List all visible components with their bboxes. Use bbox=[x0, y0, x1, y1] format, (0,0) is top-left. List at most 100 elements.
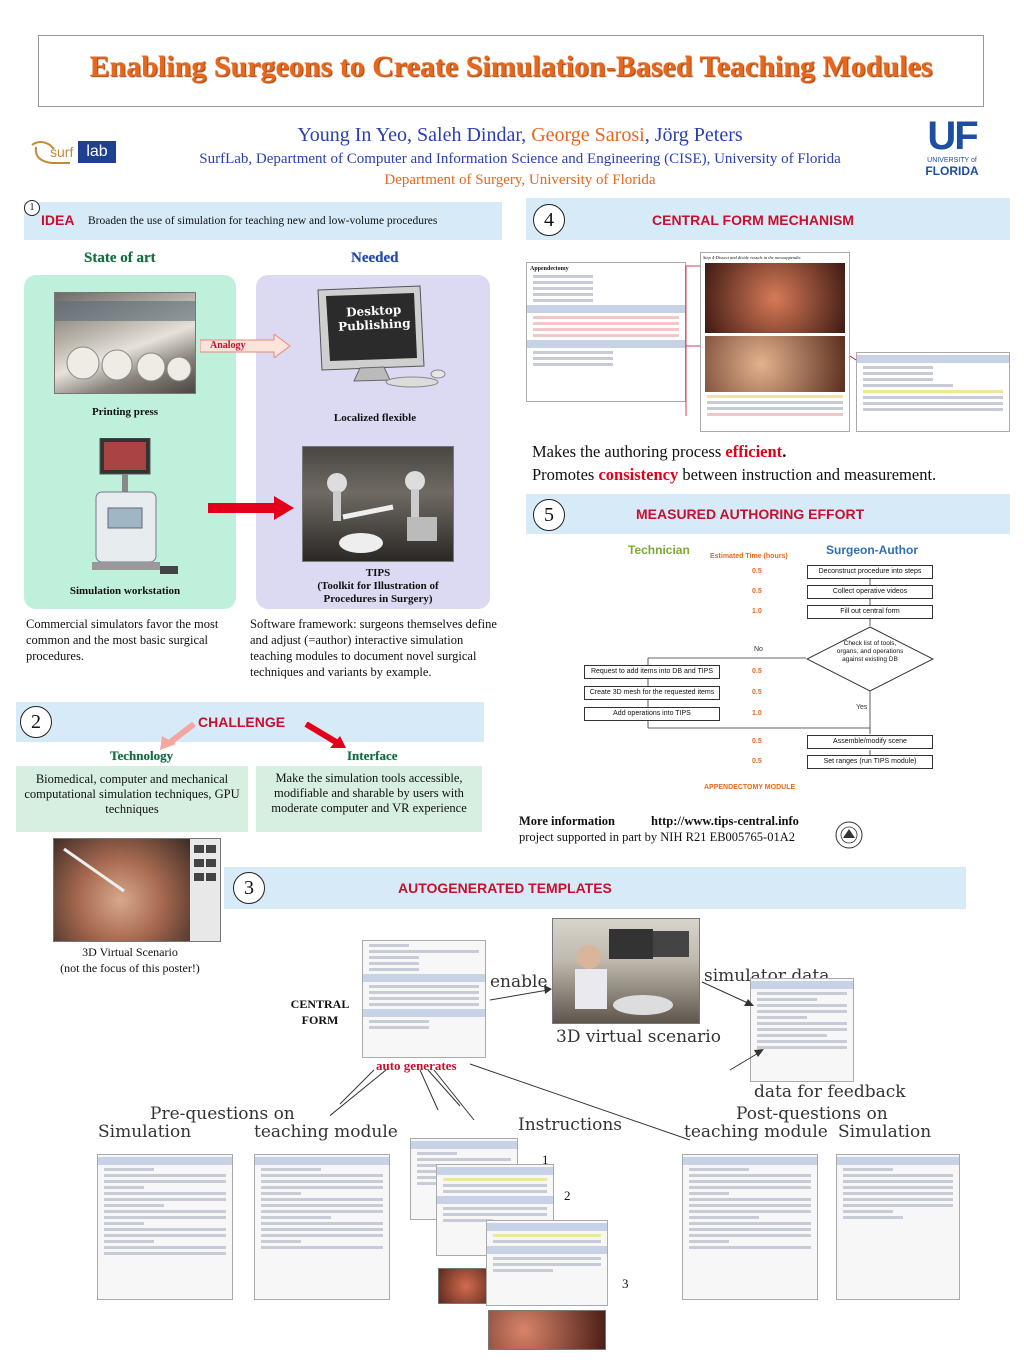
measured-band bbox=[526, 494, 1010, 534]
surflab-logo: surf lab bbox=[30, 135, 120, 169]
simulation-workstation-image bbox=[70, 437, 182, 580]
support-text: project supported in part by NIH R21 EB0… bbox=[519, 830, 796, 844]
idea-label: IDEA bbox=[41, 212, 75, 228]
set-ranges-box: Set ranges (run TIPS module) bbox=[807, 755, 933, 769]
measured-number: 5 bbox=[533, 499, 565, 531]
needed-heading: Needed bbox=[351, 250, 399, 266]
time-ranges: 0.5 bbox=[752, 758, 762, 765]
tasks-screenshot bbox=[856, 352, 1010, 432]
consistency-word: consistency bbox=[598, 465, 679, 484]
tips-photo bbox=[302, 446, 454, 562]
deconstruct-box: Deconstruct procedure into steps bbox=[807, 565, 933, 579]
time-mesh: 0.5 bbox=[752, 689, 762, 696]
monitor-icon bbox=[317, 285, 446, 388]
uf-univ: UNIVERSITY of bbox=[927, 157, 977, 164]
tips-caption-2: (Toolkit for Illustration of bbox=[317, 580, 439, 592]
uf-florida: FLORIDA bbox=[925, 164, 979, 178]
pre-module-screenshot bbox=[254, 1154, 390, 1300]
measured-title: MEASURED AUTHORING EFFORT bbox=[636, 506, 865, 522]
central-form-connectors bbox=[680, 256, 860, 441]
pre-questions-module-label: teaching module bbox=[254, 1122, 398, 1142]
autogen-arrows bbox=[299, 960, 810, 1165]
step-2-number: 2 bbox=[564, 1188, 571, 1203]
challenge-title: CHALLENGE bbox=[198, 714, 286, 730]
yes-label: Yes bbox=[856, 704, 868, 711]
post-questions-module-label: teaching module bbox=[684, 1122, 828, 1142]
lab-text: lab bbox=[78, 141, 116, 163]
central-form-title: CENTRAL FORM MECHANISM bbox=[652, 212, 854, 228]
interface-heading: Interface bbox=[347, 748, 398, 763]
poster-title: Enabling Surgeons to Create Simulation-B… bbox=[89, 50, 933, 83]
challenge-band bbox=[16, 702, 484, 742]
consistency-statement: Promotes consistency between instruction… bbox=[532, 465, 936, 485]
step-1-number: 1 bbox=[542, 1152, 549, 1167]
tips-caption-3: Procedures in Surgery) bbox=[323, 593, 433, 605]
step-detail-title: Step 4-Dissect and divide vessels in the… bbox=[703, 255, 801, 260]
collect-box: Collect operative videos bbox=[807, 585, 933, 599]
instructions-label: Instructions bbox=[518, 1115, 622, 1135]
central-form-label-2: FORM bbox=[301, 1013, 339, 1027]
central-form-screenshot bbox=[362, 940, 486, 1058]
consistency-pre: Promotes bbox=[532, 465, 599, 484]
check-diamond-text: Check list of tools, organs, and operati… bbox=[836, 640, 904, 663]
instructions-video-thumb-2 bbox=[488, 1310, 606, 1350]
appendectomy-module-label: APPENDECTOMY MODULE bbox=[704, 784, 796, 791]
virtual-scenario-image bbox=[53, 838, 221, 942]
pre-questions-simulation-label: Simulation bbox=[98, 1122, 192, 1142]
autogen-title: AUTOGENERATED TEMPLATES bbox=[398, 880, 612, 896]
surf-text: surf bbox=[50, 144, 74, 160]
central-form-label-1: CENTRAL bbox=[290, 997, 350, 1011]
scenario-tool-panel bbox=[63, 839, 220, 941]
more-info-url[interactable]: http://www.tips-central.info bbox=[651, 814, 799, 828]
assemble-box: Assemble/modify scene bbox=[807, 735, 933, 749]
analogy-label: Analogy bbox=[210, 340, 246, 351]
estimated-time-label: Estimated Time (hours) bbox=[710, 553, 788, 560]
technician-label: Technician bbox=[628, 543, 690, 557]
analogy-arrow bbox=[199, 333, 292, 363]
add-operations-box: Add operations into TIPS bbox=[584, 707, 720, 721]
no-label: No bbox=[754, 646, 763, 653]
central-form-number: 4 bbox=[533, 204, 565, 236]
data-for-feedback-label: data for feedback bbox=[754, 1082, 906, 1102]
post-questions-simulation-label: Simulation bbox=[838, 1122, 932, 1142]
simulation-workstation-caption: Simulation workstation bbox=[69, 585, 181, 597]
tips-devices-graphic bbox=[327, 471, 437, 553]
step-detail-screenshot: Step 4-Dissect and divide vessels in the… bbox=[700, 252, 850, 432]
technology-text: Biomedical, computer and mechanical comp… bbox=[24, 772, 240, 816]
technology-heading: Technology bbox=[110, 748, 174, 763]
idea-text: Broaden the use of simulation for teachi… bbox=[88, 215, 438, 227]
efficient-word: efficient bbox=[725, 442, 783, 461]
authors: Young In Yeo, Saleh Dindar, George Saros… bbox=[140, 124, 900, 147]
idea-number: 1 bbox=[24, 200, 40, 216]
fill-form-box: Fill out central form bbox=[807, 605, 933, 619]
nih-seal-icon bbox=[834, 820, 864, 855]
mesh-box: Create 3D mesh for the requested items bbox=[584, 686, 720, 700]
title-box bbox=[38, 35, 984, 107]
state-of-art-heading: State of art bbox=[84, 250, 156, 266]
central-form-shot-title: Appendectomy bbox=[530, 266, 569, 272]
uf-logo: UF UNIVERSITY of FLORIDA bbox=[916, 115, 988, 185]
post-module-screenshot bbox=[682, 1154, 818, 1300]
affiliation-surgery: Department of Surgery, University of Flo… bbox=[384, 172, 656, 188]
time-add: 1.0 bbox=[752, 710, 762, 717]
post-questions-label: Post-questions on bbox=[736, 1104, 888, 1124]
affiliation-cise: SurfLab, Department of Computer and Info… bbox=[199, 151, 841, 167]
post-sim-screenshot bbox=[836, 1154, 960, 1300]
step-3-number: 3 bbox=[622, 1276, 629, 1291]
printing-press-photo bbox=[54, 292, 196, 394]
scenario-caption-1: 3D Virtual Scenario bbox=[82, 945, 178, 959]
author-peters: , Jörg Peters bbox=[644, 124, 743, 146]
instructions-video-thumb-1 bbox=[438, 1268, 494, 1304]
workstation-icon bbox=[92, 437, 178, 574]
autogen-band bbox=[224, 867, 966, 909]
request-box: Request to add items into DB and TIPS bbox=[584, 665, 720, 679]
central-form-main-screenshot: Appendectomy bbox=[526, 262, 686, 402]
pre-sim-screenshot bbox=[97, 1154, 233, 1300]
time-fill: 1.0 bbox=[752, 608, 762, 615]
central-form-band bbox=[526, 198, 1010, 240]
efficient-statement: Makes the authoring process efficient. bbox=[532, 442, 786, 462]
interface-box bbox=[256, 766, 482, 832]
idea-band bbox=[24, 202, 502, 240]
desktop-publishing-text: Desktop Publishing bbox=[337, 302, 411, 334]
scenario-caption-2: (not the focus of this poster!) bbox=[60, 961, 200, 975]
